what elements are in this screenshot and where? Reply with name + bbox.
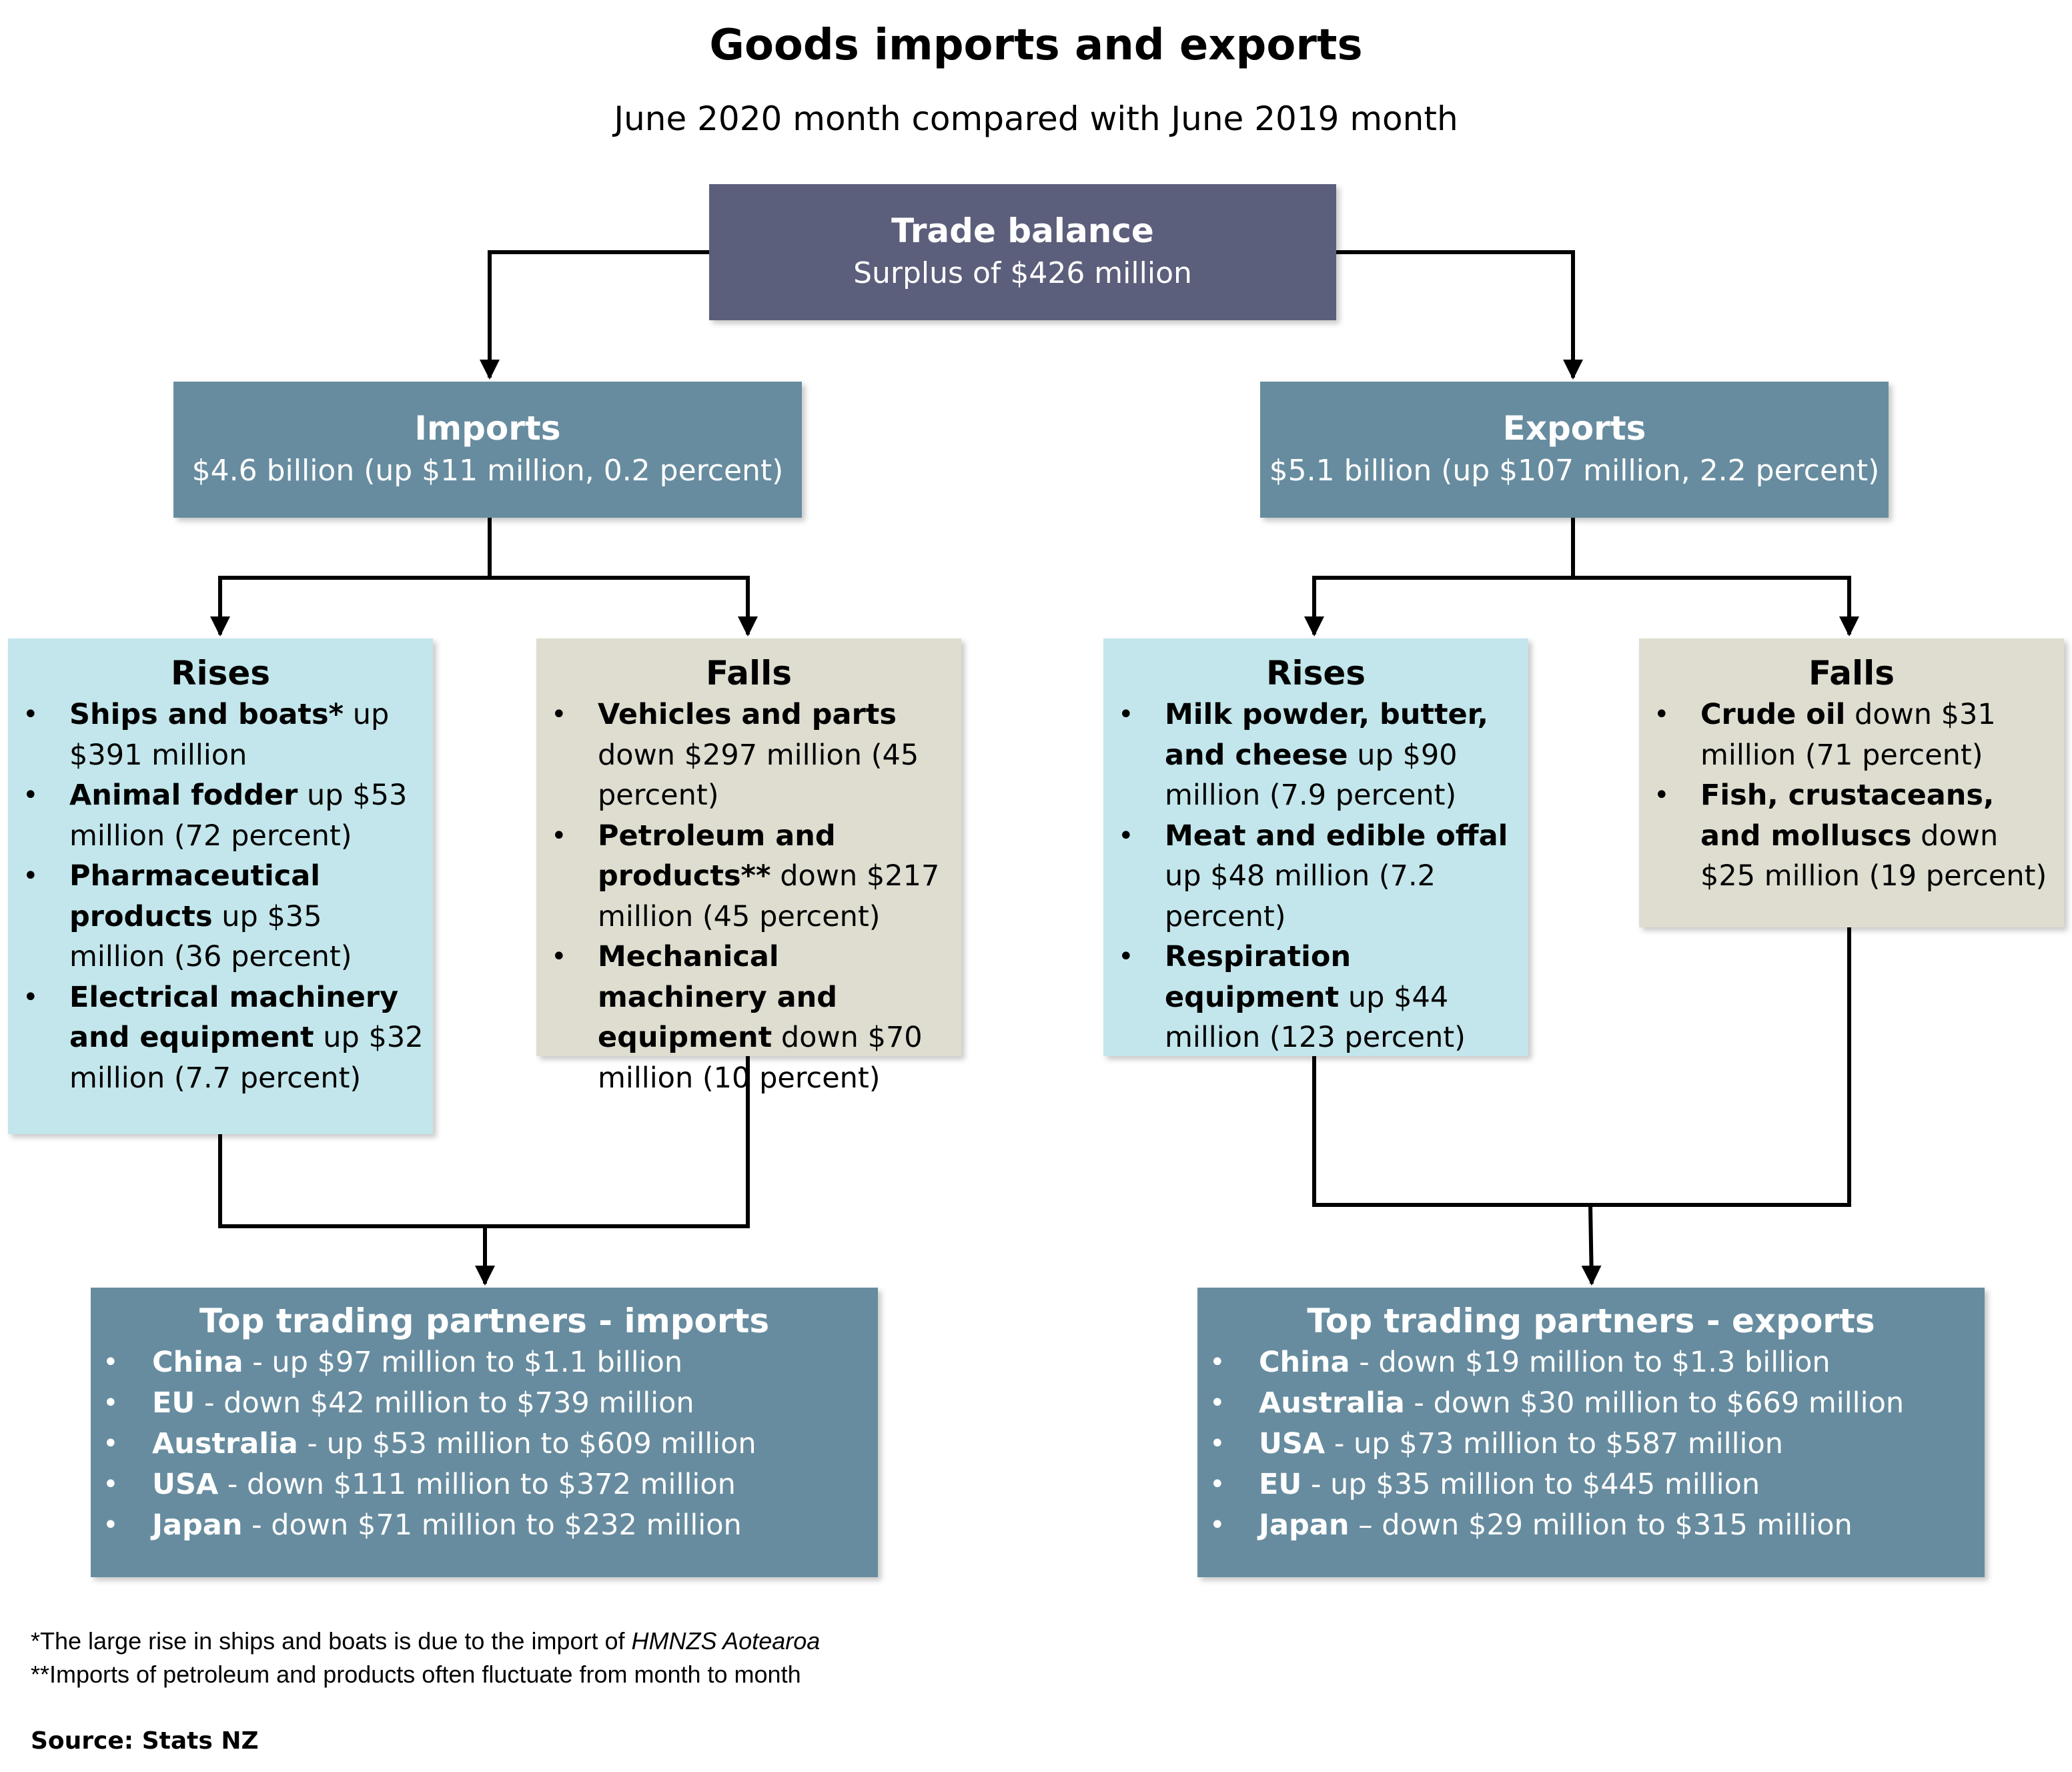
list-item: EU - down $42 million to $739 million	[91, 1383, 878, 1424]
exports-value: $5.1 billion (up $107 million, 2.2 perce…	[1269, 454, 1880, 488]
list-item: Australia - up $53 million to $609 milli…	[91, 1424, 878, 1464]
connector-exports-falls	[1573, 576, 1859, 636]
imports-box: Imports $4.6 billion (up $11 million, 0.…	[173, 382, 802, 518]
list-item: Respiration equipment up $44 million (12…	[1103, 937, 1528, 1058]
list-item: EU - up $35 million to $445 million	[1197, 1464, 1985, 1505]
exports-falls-label: Falls	[1808, 654, 1895, 693]
exports-rises-label: Rises	[1265, 654, 1366, 693]
list-item: Mechanical machinery and equipment down …	[536, 937, 961, 1098]
exports-label: Exports	[1502, 409, 1646, 448]
trade-balance-label: Trade balance	[891, 211, 1154, 250]
imports-partners-label: Top trading partners - imports	[199, 1302, 770, 1340]
trade-balance-value: Surplus of $426 million	[853, 256, 1192, 290]
imports-falls-label: Falls	[705, 654, 792, 693]
list-item: Animal fodder up $53 million (72 percent…	[8, 775, 433, 856]
connector-exports-partners-arrow	[1581, 1204, 1602, 1286]
connector-imports-split	[210, 518, 492, 636]
page-subtitle: June 2020 month compared with June 2019 …	[614, 99, 1458, 138]
imports-label: Imports	[414, 409, 561, 448]
exports-box: Exports $5.1 billion (up $107 million, 2…	[1260, 382, 1889, 518]
trade-balance-box: Trade balance Surplus of $426 million	[709, 184, 1336, 320]
list-item: China - up $97 million to $1.1 billion	[91, 1342, 878, 1383]
list-item: Petroleum and products** down $217 milli…	[536, 816, 961, 937]
list-item: Milk powder, butter, and cheese up $90 m…	[1103, 695, 1528, 816]
exports-partners-label: Top trading partners - exports	[1307, 1302, 1875, 1340]
list-item: Crude oil down $31 million (71 percent)	[1639, 695, 2064, 775]
connector-imports-falls	[490, 576, 758, 636]
list-item: Japan – down $29 million to $315 million	[1197, 1505, 1985, 1546]
connector-balance-exports	[1336, 250, 1583, 380]
imports-falls-box: Falls Vehicles and parts down $297 milli…	[536, 638, 961, 1095]
exports-rises-box: Rises Milk powder, butter, and cheese up…	[1103, 638, 1528, 1056]
imports-value: $4.6 billion (up $11 million, 0.2 percen…	[191, 454, 784, 488]
connector-balance-imports	[480, 250, 709, 380]
source-note: Source: Stats NZ	[31, 1727, 259, 1755]
exports-partners-box: Top trading partners - exports China - d…	[1197, 1288, 1985, 1577]
list-item: Pharmaceutical products up $35 million (…	[8, 856, 433, 977]
list-item: Vehicles and parts down $297 million (45…	[536, 695, 961, 816]
list-item: Meat and edible offal up $48 million (7.…	[1103, 816, 1528, 937]
list-item: Fish, crustaceans, and molluscs down $25…	[1639, 775, 2064, 897]
imports-rises-box: Rises Ships and boats* up $391 million A…	[8, 638, 433, 1134]
list-item: Australia - down $30 million to $669 mil…	[1197, 1383, 1985, 1424]
footnote-2: **Imports of petroleum and products ofte…	[31, 1661, 801, 1688]
exports-falls-box: Falls Crude oil down $31 million (71 per…	[1639, 638, 2064, 927]
connector-exports-split	[1304, 518, 1575, 636]
list-item: China - down $19 million to $1.3 billion	[1197, 1342, 1985, 1383]
list-item: Japan - down $71 million to $232 million	[91, 1505, 878, 1546]
list-item: Electrical machinery and equipment up $3…	[8, 977, 433, 1099]
list-item: Ships and boats* up $391 million	[8, 695, 433, 775]
page-title: Goods imports and exports	[709, 21, 1363, 70]
imports-rises-label: Rises	[170, 654, 271, 693]
connector-exports-to-partners	[1312, 927, 1851, 1207]
footnote-1: *The large rise in ships and boats is du…	[31, 1627, 821, 1655]
list-item: USA - up $73 million to $587 million	[1197, 1424, 1985, 1464]
imports-partners-box: Top trading partners - imports China - u…	[91, 1288, 878, 1577]
list-item: USA - down $111 million to $372 million	[91, 1464, 878, 1505]
